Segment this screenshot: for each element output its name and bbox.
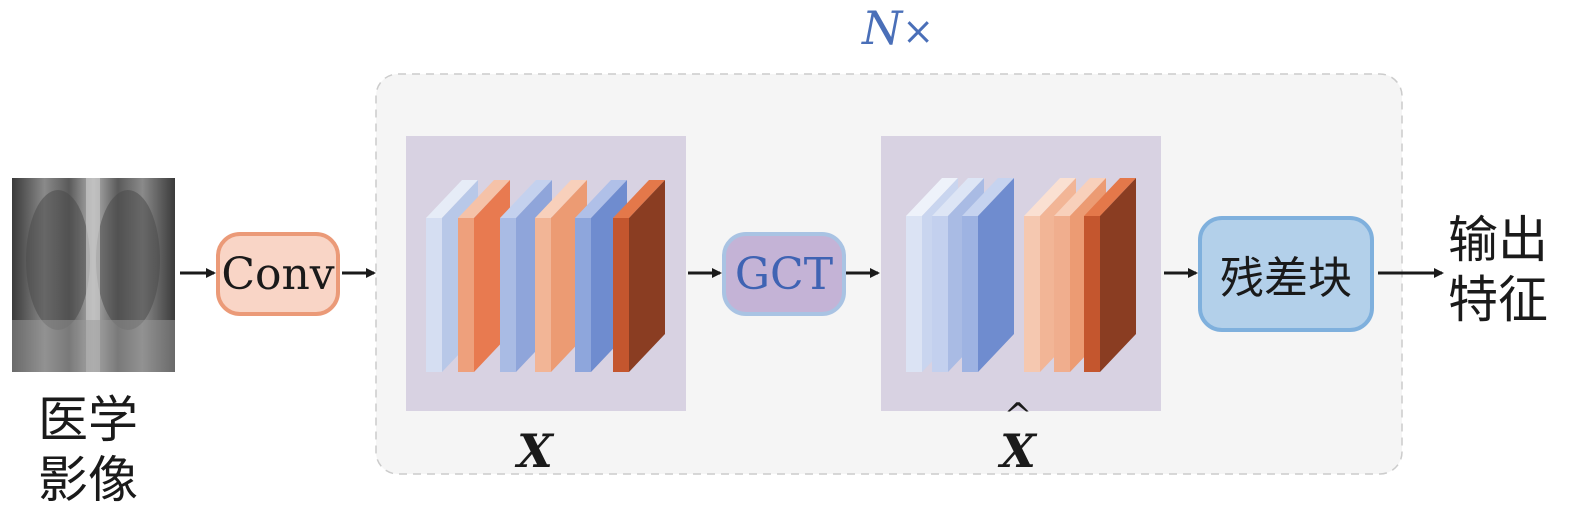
gct-label: GCT <box>734 248 834 300</box>
medical-image <box>12 178 175 372</box>
feature-xhat-label: ^X <box>988 396 1048 478</box>
conv-box <box>216 232 340 316</box>
output-label: 输出 特征 <box>1448 211 1548 329</box>
input-label: 医学 影像 <box>38 391 138 509</box>
hat-symbol: ^ <box>1003 396 1033 436</box>
gct-box <box>722 232 846 316</box>
residual-block-label: 残差块 <box>1220 253 1352 304</box>
feature-x-slices <box>426 180 665 372</box>
residual-block-box <box>1198 216 1374 332</box>
repeat-count-label: N× <box>862 1 935 55</box>
feature-x-label: X <box>517 424 553 478</box>
conv-label: Conv <box>221 248 335 300</box>
feature-xhat-slices <box>906 178 1136 372</box>
